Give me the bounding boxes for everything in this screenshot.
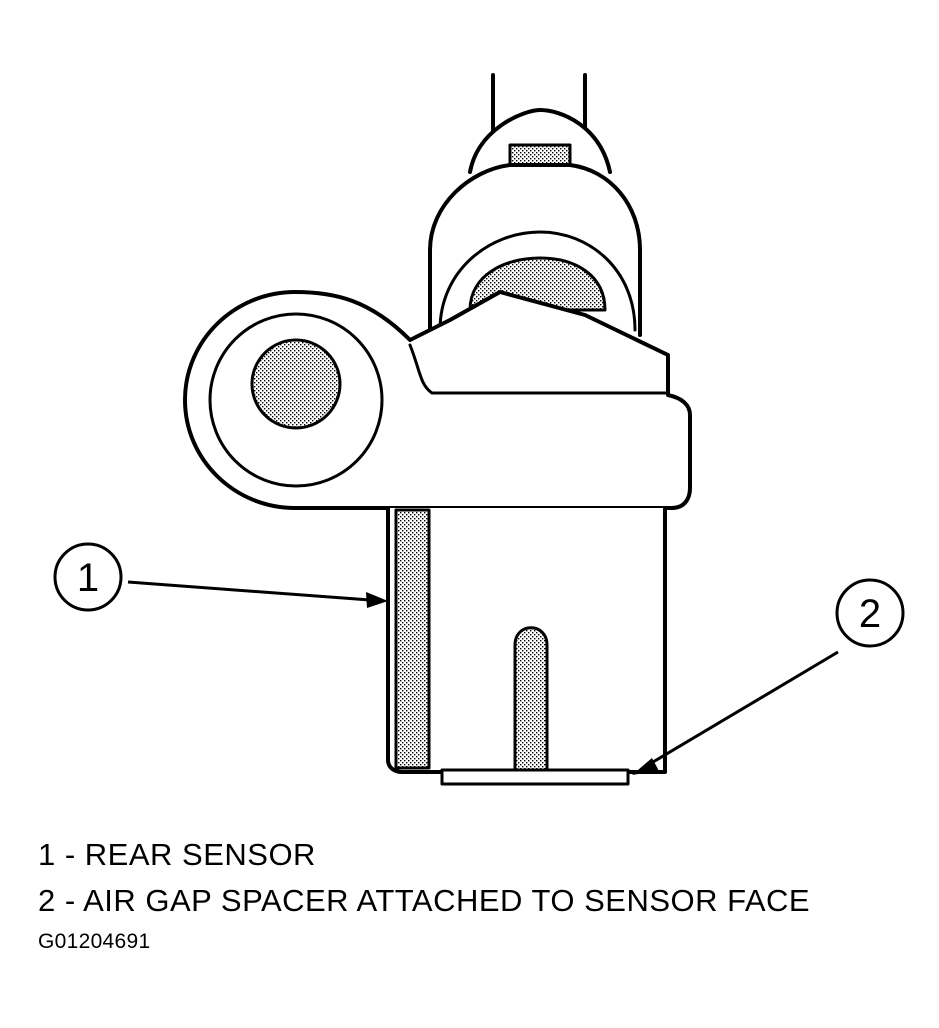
upper-collar — [468, 108, 612, 174]
mounting-bolt-icon — [250, 338, 342, 430]
legend: 1 - REAR SENSOR 2 - AIR GAP SPACER ATTAC… — [38, 832, 918, 924]
callout-2: 2 — [835, 578, 905, 648]
mounting-eye-ring — [208, 312, 384, 488]
leader-arrow-2 — [632, 650, 839, 775]
barrel-stipple-edge — [394, 508, 431, 770]
legend-item-2: 2 - AIR GAP SPACER ATTACHED TO SENSOR FA… — [38, 883, 811, 918]
callout-1-number: 1 — [77, 556, 99, 600]
figure-id: G01204691 — [38, 930, 151, 953]
leader-arrow-1 — [127, 580, 388, 608]
flange-edge — [408, 343, 670, 395]
air-gap-spacer — [440, 768, 630, 786]
legend-item-1: 1 - REAR SENSOR — [38, 837, 316, 872]
barrel-slot — [513, 626, 549, 772]
callout-1: 1 — [53, 542, 123, 612]
sensor-diagram: 1 2 — [53, 73, 905, 786]
callout-2-number: 2 — [859, 592, 881, 636]
mid-ring — [438, 230, 637, 332]
